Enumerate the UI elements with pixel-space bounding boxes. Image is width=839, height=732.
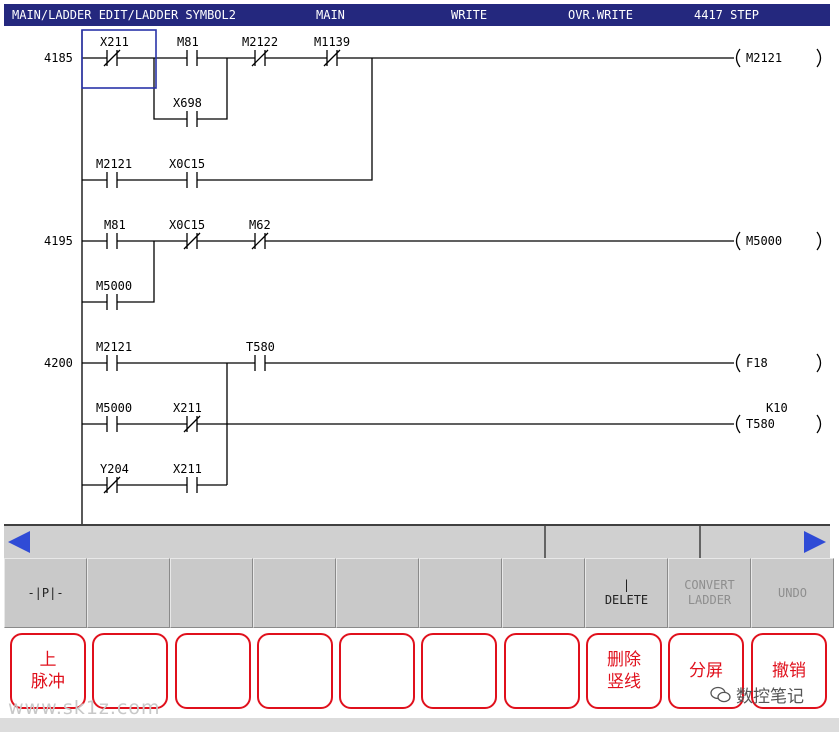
wechat-icon — [710, 686, 731, 702]
annotation-empty — [175, 633, 251, 709]
contact-label: X0C15 — [169, 157, 205, 171]
softkey-5[interactable] — [336, 558, 419, 628]
program-name: MAIN — [316, 8, 345, 22]
contact-label: M81 — [104, 218, 126, 232]
softkey-4[interactable] — [253, 558, 336, 628]
step-count: 4417 STEP — [694, 8, 760, 22]
annotation-undo: 撤销 — [751, 633, 827, 709]
contact-label: M2121 — [96, 340, 132, 354]
annotation-empty — [339, 633, 415, 709]
contact-label: M2122 — [242, 35, 278, 49]
contact-label: M5000 — [96, 279, 132, 293]
contact-label: X698 — [173, 96, 202, 110]
softkey-convert-ladder[interactable]: CONVERT LADDER — [668, 558, 751, 628]
mode-label: WRITE — [451, 8, 488, 22]
coil-label: F18 — [746, 356, 768, 370]
contact-label: M81 — [177, 35, 199, 49]
softkey-7[interactable] — [502, 558, 585, 628]
step-number: 4200 — [44, 356, 73, 370]
horizontal-scroll-bar[interactable] — [4, 524, 830, 558]
coil-symbols — [735, 48, 822, 434]
annotation-pulse: 上 脉冲 — [10, 633, 86, 709]
softkey-bar: -|P|- | DELETE CONVERT LADDER UNDO — [4, 558, 834, 628]
rung-4200-branch-y204 — [82, 363, 228, 486]
coil-label: T580 — [746, 417, 775, 431]
contact-label: M5000 — [96, 401, 132, 415]
write-mode-label: OVR.WRITE — [568, 8, 634, 22]
watermark-brand: 数控笔记 — [710, 682, 804, 707]
contact-label: M62 — [249, 218, 271, 232]
coil-label: M5000 — [746, 234, 782, 248]
coil-label: M2121 — [746, 51, 782, 65]
contact-symbols — [103, 49, 341, 494]
annotation-delete-vertical: 删除 竖线 — [586, 633, 662, 709]
contact-label: X211 — [173, 462, 202, 476]
softkey-3[interactable] — [170, 558, 253, 628]
contact-label: M2121 — [96, 157, 132, 171]
contact-label: T580 — [246, 340, 275, 354]
annotation-empty — [504, 633, 580, 709]
annotation-empty — [257, 633, 333, 709]
contact-label: Y204 — [100, 462, 129, 476]
ladder-editor[interactable]: 4185 4195 4200 X211 M81 M2122 M1139 X698… — [4, 26, 830, 524]
softkey-undo[interactable]: UNDO — [751, 558, 834, 628]
softkey-pulse-contact[interactable]: -|P|- — [4, 558, 87, 628]
step-number: 4185 — [44, 51, 73, 65]
bottom-frame — [0, 718, 839, 732]
annotation-split-screen: 分屏 — [668, 633, 744, 709]
contact-label: X211 — [173, 401, 202, 415]
right-arrow-icon[interactable] — [804, 531, 826, 553]
annotation-empty — [92, 633, 168, 709]
title-bar: MAIN/LADDER EDIT/LADDER SYMBOL2 MAIN WRI… — [4, 4, 830, 26]
softkey-6[interactable] — [419, 558, 502, 628]
contact-label: M1139 — [314, 35, 350, 49]
softkey-delete-vertical[interactable]: | DELETE — [585, 558, 668, 628]
left-arrow-icon[interactable] — [8, 531, 30, 553]
edit-cursor[interactable] — [81, 29, 157, 89]
contact-label: X211 — [100, 35, 129, 49]
rung-4185-branch-x698 — [153, 58, 228, 120]
screen-path: MAIN/LADDER EDIT/LADDER SYMBOL2 — [12, 8, 236, 22]
softkey-2[interactable] — [87, 558, 170, 628]
annotation-empty — [421, 633, 497, 709]
watermark-url: www.sk1z.com — [8, 697, 161, 719]
rung-4195-branch-m5000 — [82, 241, 155, 303]
coil-parameter: K10 — [766, 401, 788, 415]
annotation-overlay: 上 脉冲 删除 竖线 分屏 撤销 — [0, 630, 839, 710]
step-number: 4195 — [44, 234, 73, 248]
rung-4185-branch-m2121 — [82, 58, 373, 181]
contact-label: X0C15 — [169, 218, 205, 232]
